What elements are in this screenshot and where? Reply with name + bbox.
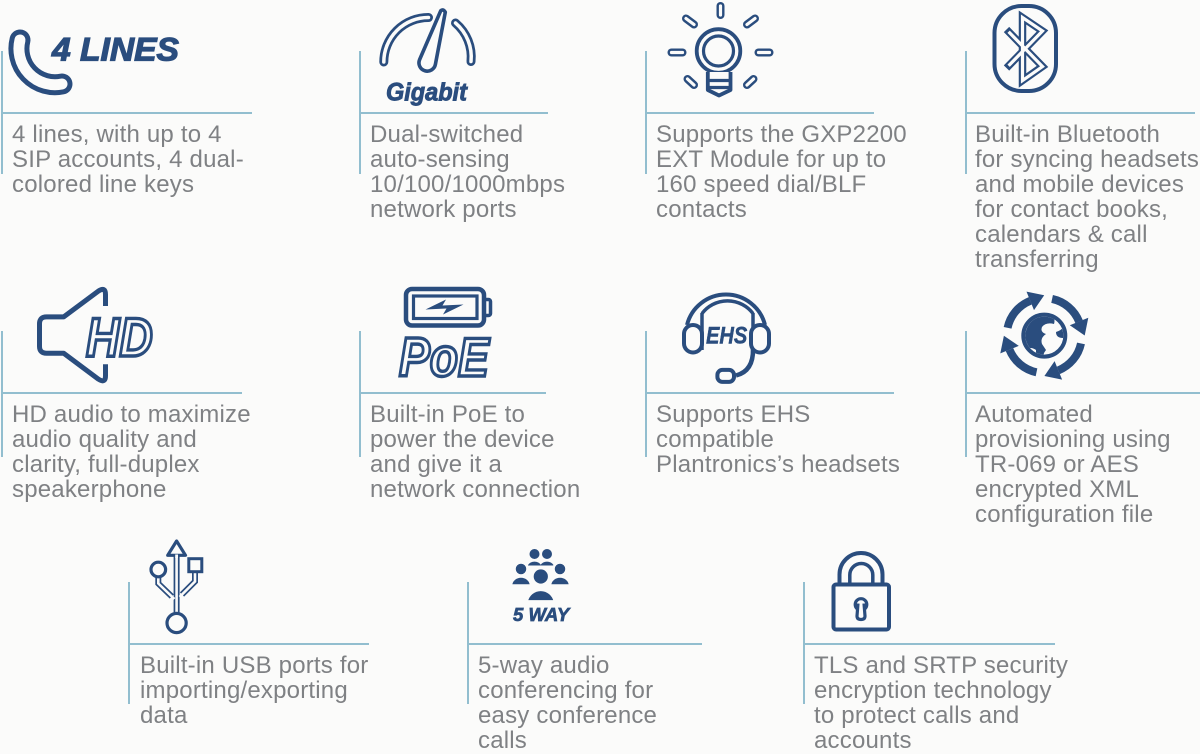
svg-text:HD: HD [86, 306, 153, 368]
svg-text:HD: HD [86, 306, 153, 368]
svg-text:4 LINES: 4 LINES [51, 31, 179, 67]
svg-text:PoE: PoE [399, 326, 491, 388]
svg-text:5 WAY: 5 WAY [513, 604, 571, 625]
svg-text:EHS: EHS [706, 322, 747, 349]
svg-text:Gigabit: Gigabit [386, 79, 468, 107]
svg-text:PoE: PoE [399, 326, 491, 388]
